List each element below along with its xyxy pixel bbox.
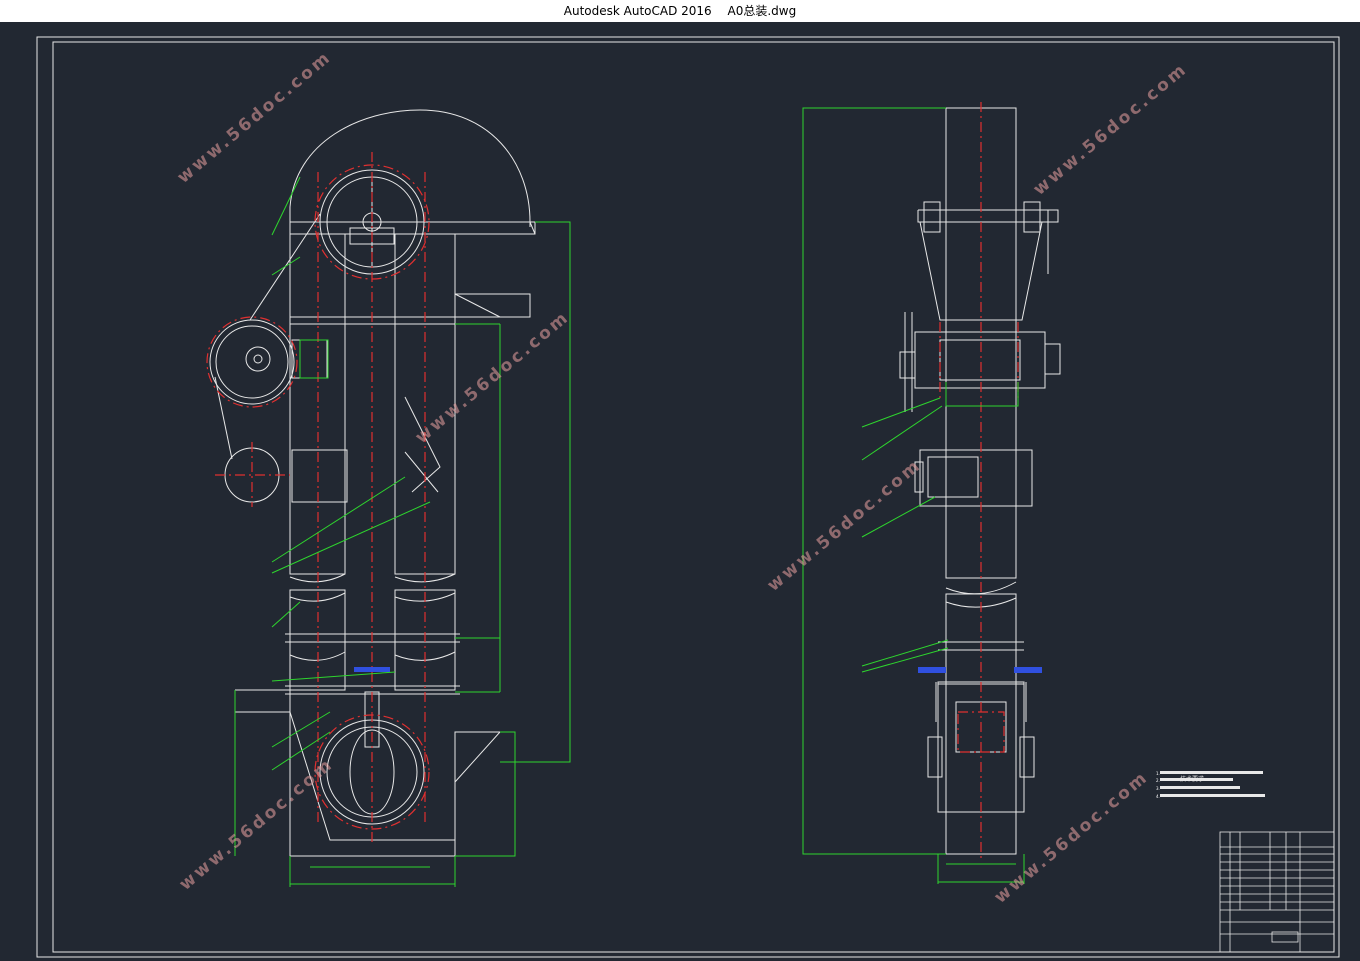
app-title: Autodesk AutoCAD 2016 [563,4,712,18]
drawing-canvas[interactable]: 技术要求 1. 2. 3. 4. www.56doc.com www.56doc… [0,22,1360,961]
handwheel-side-left [918,667,946,673]
inner-frame [52,41,1335,953]
side-dimensions [802,107,1025,884]
front-center-lines [206,152,430,842]
tech-item-2: 2. [1156,778,1160,783]
file-name: A0总装.dwg [727,4,797,18]
cad-drawing [36,36,1340,958]
title-block [1219,831,1335,953]
front-dimensions [234,176,571,887]
tech-requirements-title: 技术要求 [1180,776,1205,783]
tech-item-3: 3. [1156,786,1160,791]
tech-item-4: 4. [1156,794,1160,799]
handwheel-front [354,667,390,672]
tech-item-1: 1. [1156,771,1160,776]
window-title-bar: Autodesk AutoCAD 2016 A0总装.dwg [0,0,1360,22]
side-elevation-view [899,107,1061,855]
tech-requirement-lines [1160,771,1265,797]
handwheel-side-right [1014,667,1042,673]
outer-frame [36,36,1340,958]
